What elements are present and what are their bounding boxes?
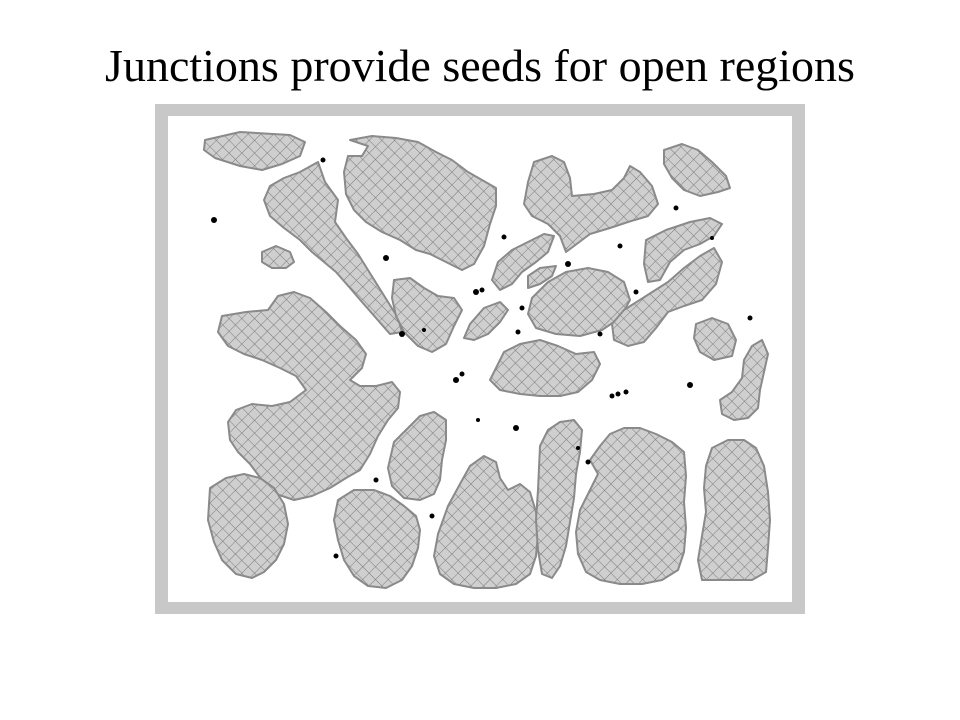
region-right-upper-pair xyxy=(643,217,723,283)
junction-seed xyxy=(519,305,525,311)
junction-seed xyxy=(565,261,571,267)
region-top-center-right xyxy=(523,155,659,253)
region-bottom-left xyxy=(207,473,289,579)
slide-title: Junctions provide seeds for open regions xyxy=(105,40,855,91)
region-left-mid-small xyxy=(391,277,463,353)
junction-seed xyxy=(459,371,465,377)
region-left-branching xyxy=(263,161,403,335)
junction-seed xyxy=(633,289,639,295)
region-right-curl xyxy=(719,339,769,421)
junction-seed xyxy=(710,236,714,240)
region-right-mid xyxy=(611,247,723,347)
junction-seed xyxy=(615,391,621,397)
regions-diagram-svg xyxy=(155,104,805,614)
region-small-left-blob xyxy=(261,245,295,269)
region-bottom-center-tall xyxy=(535,419,583,579)
region-top-left xyxy=(203,131,306,171)
junction-seed xyxy=(479,287,485,293)
region-center-under-oval xyxy=(489,339,601,397)
region-left-large xyxy=(217,291,401,501)
junction-seed xyxy=(623,389,629,395)
junction-seed xyxy=(473,289,479,295)
junction-seed xyxy=(501,234,507,240)
region-center-left-lower xyxy=(387,411,447,501)
junction-seed xyxy=(211,217,217,223)
junction-seed xyxy=(673,205,679,211)
junction-seeds xyxy=(211,157,753,559)
junction-seed xyxy=(609,393,615,399)
region-center-left-small xyxy=(463,301,509,341)
region-bottom-center-right xyxy=(575,427,687,585)
junction-seed xyxy=(747,315,753,321)
junction-seed xyxy=(422,328,426,332)
junction-seed xyxy=(429,513,435,519)
junction-seed xyxy=(453,377,459,383)
junction-seed xyxy=(687,382,693,388)
regions-diagram xyxy=(155,104,805,614)
junction-seed xyxy=(597,331,603,337)
region-bottom-left-center xyxy=(333,489,421,589)
junction-seed xyxy=(515,329,521,335)
junction-seed xyxy=(383,255,389,261)
junction-seed xyxy=(476,418,480,422)
region-top-center-large xyxy=(343,135,497,271)
junction-seed xyxy=(399,331,405,337)
region-center-tiny xyxy=(527,265,557,289)
junction-seed xyxy=(576,446,580,450)
region-center-small-upper xyxy=(491,233,555,291)
junction-seed xyxy=(320,157,326,163)
junction-seed xyxy=(333,553,339,559)
junction-seed xyxy=(513,425,519,431)
junction-seed xyxy=(585,459,591,465)
junction-seed xyxy=(373,477,379,483)
junction-seed xyxy=(617,243,623,249)
region-top-right xyxy=(663,143,731,197)
region-bottom-right xyxy=(697,439,771,581)
region-far-right-small xyxy=(693,317,737,361)
